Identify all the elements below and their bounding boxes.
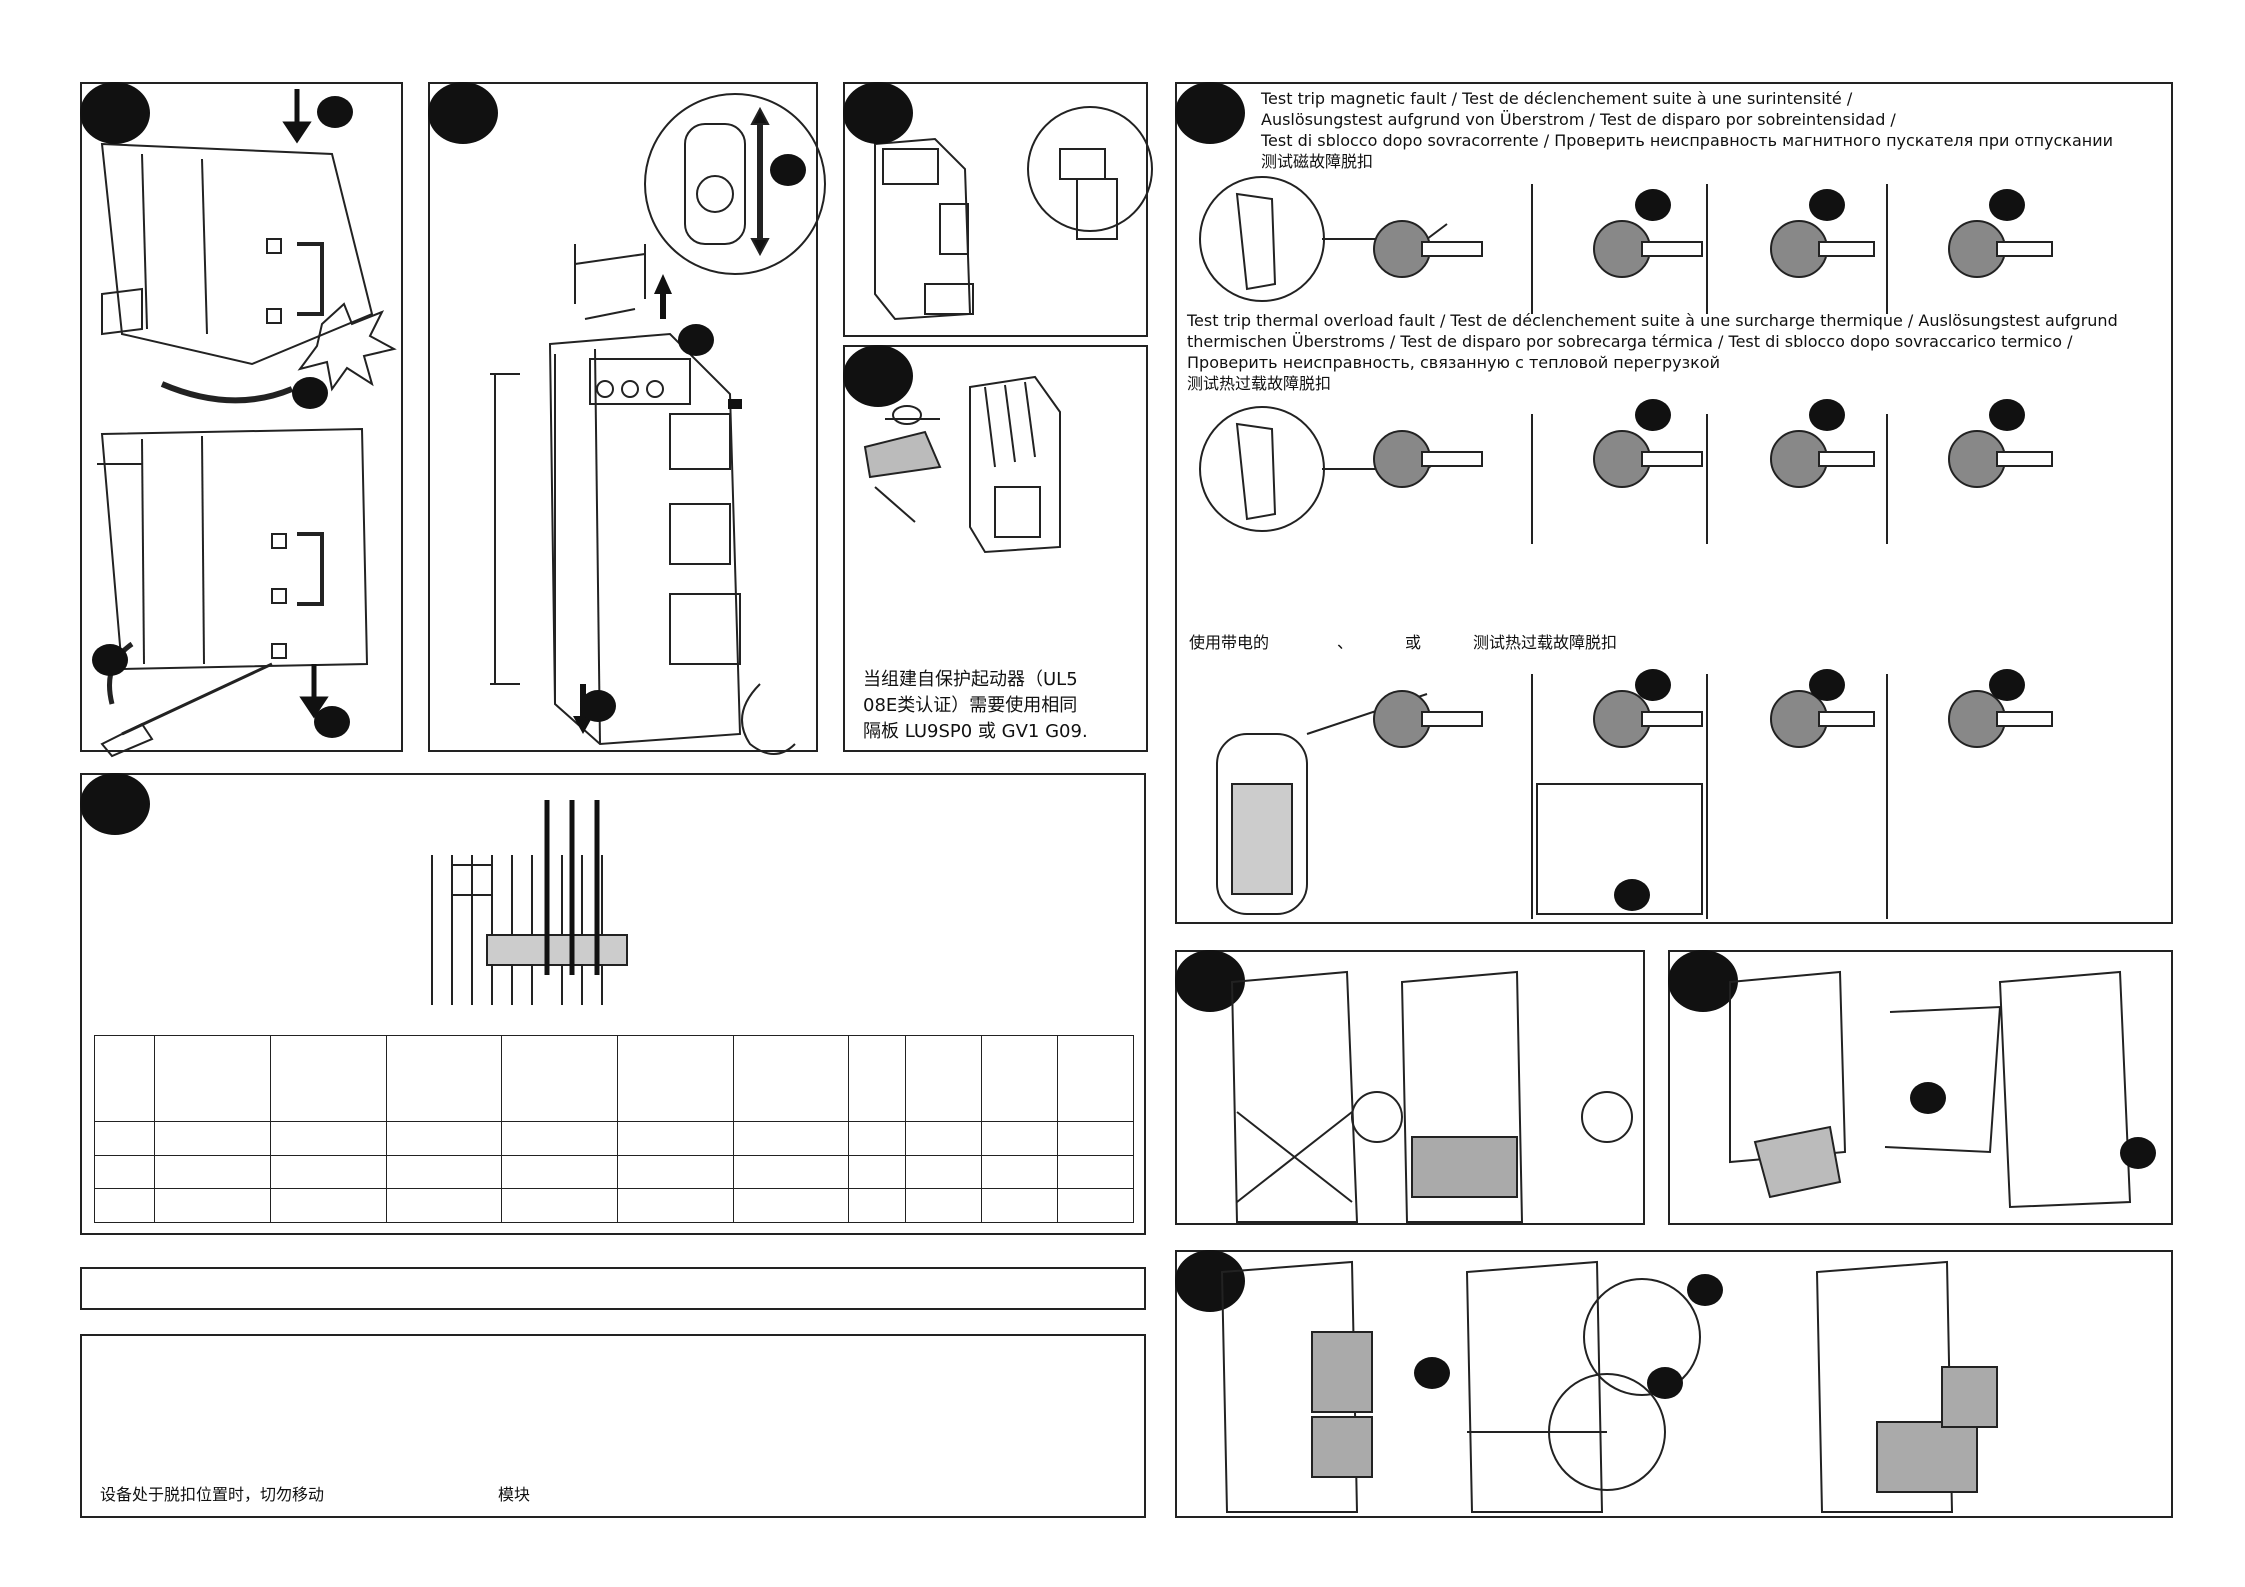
trip-test-illustrations <box>1199 176 2053 919</box>
step-badge-small <box>1989 669 2025 701</box>
wiring-diagram <box>431 800 628 1005</box>
step-badge-small <box>1635 669 1671 701</box>
step-badge <box>428 82 498 144</box>
auxiliary-illustration <box>1220 1260 1998 1513</box>
panel-wiring <box>80 773 1146 1235</box>
step-badge-small <box>1809 669 1845 701</box>
panel-dimensions <box>428 82 826 755</box>
panel-module-remove <box>1668 950 2173 1225</box>
step-badge-small <box>92 644 128 676</box>
live-test-text-1: 使用带电的 <box>1189 633 1270 652</box>
live-test-text-2: 、 <box>1337 633 1354 652</box>
magnetic-test-line4: 测试磁故障脱扣 <box>1261 152 1374 171</box>
step-badge <box>1175 1250 1245 1312</box>
step-badge-small <box>1414 1357 1450 1389</box>
separator-note-line2: 08E类认证）需要使用相同 <box>863 695 1078 716</box>
panel-module-fit <box>1175 950 1645 1225</box>
step-badge-small <box>1989 399 2025 431</box>
step-badge-small <box>1635 189 1671 221</box>
magnetic-test-line1: Test trip magnetic fault / Test de décle… <box>1261 89 1853 108</box>
step-badge <box>1175 82 1245 144</box>
step-badge-small <box>580 690 616 722</box>
panel-install-rail <box>80 82 403 758</box>
dimension-illustration <box>450 93 826 755</box>
live-test-text-3: 或 <box>1405 633 1422 652</box>
panel-empty-bar <box>80 1267 1146 1310</box>
step-badge-small <box>1647 1367 1683 1399</box>
step-badge <box>1668 950 1738 1012</box>
step-badge-small <box>314 706 350 738</box>
separator-illustration <box>863 375 1061 554</box>
step-badge-small <box>1910 1082 1946 1114</box>
live-test-text-4: 测试热过载故障脱扣 <box>1473 633 1618 652</box>
step-badge-small <box>1687 1274 1723 1306</box>
padlock-illustration <box>874 106 1153 321</box>
step-badge-small <box>1635 399 1671 431</box>
step-badge-small <box>1989 189 2025 221</box>
rail-mounting-illustration <box>97 89 397 758</box>
step-badge-small <box>2120 1137 2156 1169</box>
step-badge <box>80 82 150 144</box>
step-badge-small <box>292 377 328 409</box>
thermal-test-line1: Test trip thermal overload fault / Test … <box>1187 311 2118 330</box>
module-fit-illustration <box>1230 970 1633 1223</box>
panel-auxiliary <box>1175 1250 2173 1518</box>
magnetic-test-line3: Test di sblocco dopo sovracorrente / Про… <box>1261 131 2114 150</box>
module-remove-illustration <box>1729 970 2132 1209</box>
rotary-knobs <box>1373 220 2053 748</box>
step-badge-small <box>1809 189 1845 221</box>
thermal-test-line3: Проверить неисправность, связанную с теп… <box>1187 353 1720 372</box>
thermal-test-line4: 测试热过载故障脱扣 <box>1187 374 1332 393</box>
step-badge-small <box>678 324 714 356</box>
warning-text-1: 设备处于脱扣位置时，切勿移动 <box>100 1485 325 1504</box>
separator-note-line1: 当组建自保护起动器（UL5 <box>863 669 1078 690</box>
step-badge-small <box>1614 879 1650 911</box>
panel-trip-tests: Test trip magnetic fault / Test de décle… <box>1175 82 2173 924</box>
step-badge <box>843 82 913 144</box>
step-badge-small <box>317 96 353 128</box>
panel-padlock <box>843 82 1153 337</box>
magnetic-test-line2: Auslösungstest aufgrund von Überstrom / … <box>1261 110 1896 129</box>
warning-text-2: 模块 <box>498 1485 531 1504</box>
step-badge-small <box>770 154 806 186</box>
thermal-test-line2: thermischen Überstroms / Test de disparo… <box>1187 332 2073 351</box>
step-badge <box>80 773 150 835</box>
separator-note-line3: 隔板 LU9SP0 或 GV1 G09. <box>863 721 1088 742</box>
step-badge-small <box>1809 399 1845 431</box>
panel-separator: 当组建自保护起动器（UL5 08E类认证）需要使用相同 隔板 LU9SP0 或 … <box>843 345 1148 752</box>
wiring-table <box>93 1035 1135 1223</box>
panel-warning: 设备处于脱扣位置时，切勿移动 模块 <box>80 1334 1146 1518</box>
step-badge <box>843 345 913 407</box>
